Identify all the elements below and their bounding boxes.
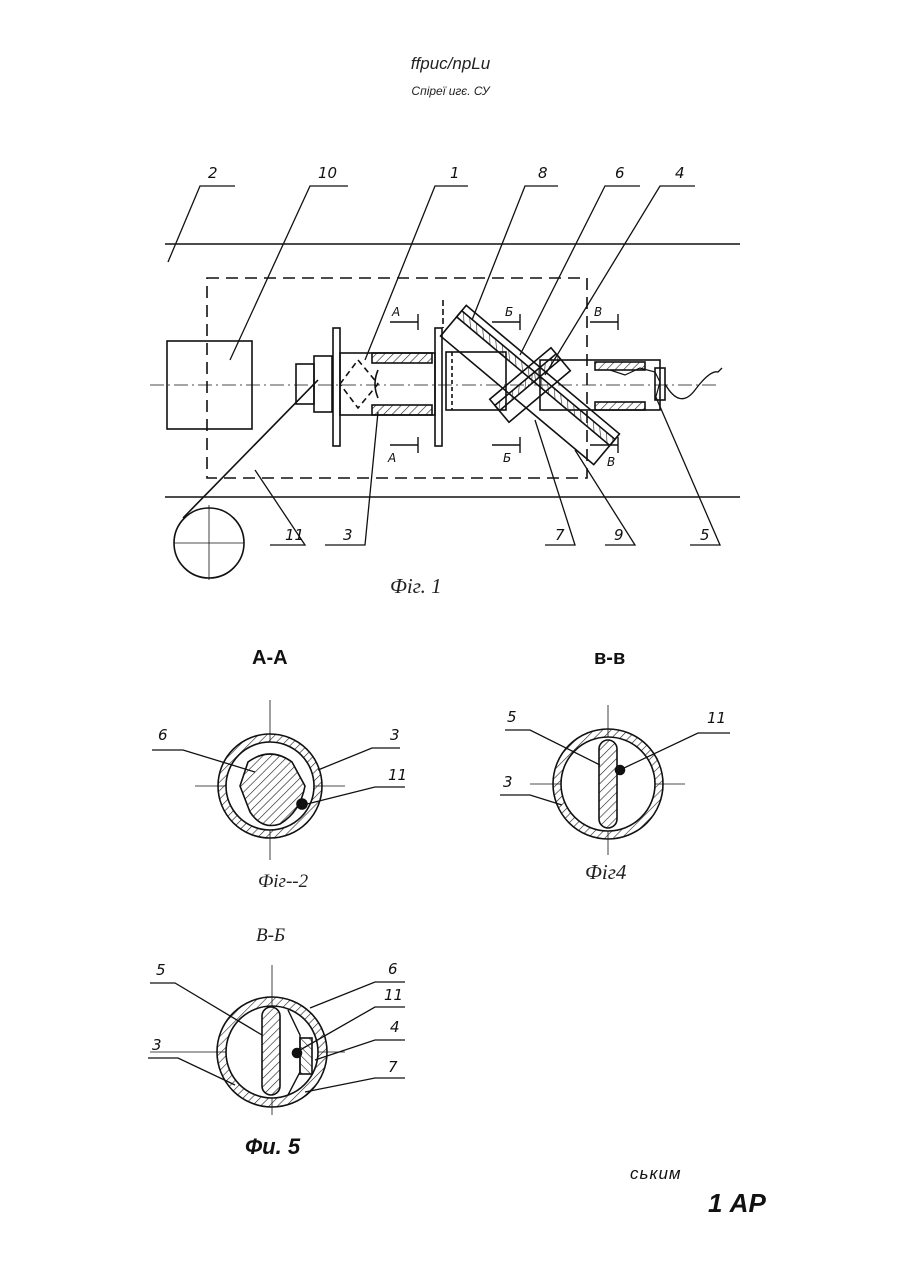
label-8: 8 xyxy=(538,166,548,181)
label-fig2-6: 6 xyxy=(158,728,168,743)
section-mark-v-bottom: В xyxy=(607,456,615,468)
label-10: 10 xyxy=(318,166,337,181)
label-fig4-5: 5 xyxy=(507,710,517,725)
label-11: 11 xyxy=(285,528,304,543)
caption-fig-1: Фіг. 1 xyxy=(390,576,442,597)
caption-fig-5: Фи. 5 xyxy=(245,1136,300,1158)
label-fig4-3: 3 xyxy=(503,775,513,790)
figure-5 xyxy=(148,965,405,1115)
label-3: 3 xyxy=(343,528,353,543)
section-mark-b-bottom: Б xyxy=(503,452,511,464)
figure-4 xyxy=(500,705,730,855)
label-fig5-6: 6 xyxy=(388,962,398,977)
caption-fig-2: Фіг--2 xyxy=(258,872,308,891)
figure-1 xyxy=(150,186,740,580)
label-fig2-11: 11 xyxy=(388,768,407,783)
label-fig5-4: 4 xyxy=(390,1020,400,1035)
flange-right xyxy=(435,328,442,446)
label-fig5-7: 7 xyxy=(388,1060,398,1075)
caption-fig-4: Фіг4 xyxy=(585,862,626,883)
title-section-v-v: в-в xyxy=(594,648,625,668)
label-1: 1 xyxy=(450,166,460,181)
figure-2 xyxy=(152,700,405,860)
label-7: 7 xyxy=(555,528,565,543)
section-mark-a-top: А xyxy=(392,306,400,318)
label-5: 5 xyxy=(700,528,710,543)
footer-line-2: 1 АР xyxy=(708,1188,766,1219)
label-fig4-11: 11 xyxy=(707,711,726,726)
label-4: 4 xyxy=(675,166,685,181)
footer-line-1: ським xyxy=(630,1164,682,1184)
title-section-v-b: В-Б xyxy=(256,926,285,945)
middle-section xyxy=(446,352,506,410)
label-6: 6 xyxy=(615,166,625,181)
flange-left xyxy=(333,328,340,446)
cable xyxy=(665,368,722,399)
label-2: 2 xyxy=(208,166,218,181)
lobed-shaft-dashed xyxy=(340,360,378,408)
coupling-left xyxy=(296,364,314,404)
section-mark-v-top: В xyxy=(594,306,602,318)
tube-wall-top xyxy=(372,353,432,363)
label-fig5-3: 3 xyxy=(152,1038,162,1053)
tube-wall-bottom xyxy=(372,405,432,415)
label-fig2-3: 3 xyxy=(390,728,400,743)
section-mark-b-top: Б xyxy=(505,306,513,318)
label-fig5-11: 11 xyxy=(384,988,403,1003)
label-fig5-5: 5 xyxy=(156,963,166,978)
title-section-a-a: А-А xyxy=(252,648,288,668)
coupling-mid xyxy=(314,356,332,412)
section-mark-a-bottom: А xyxy=(388,452,396,464)
label-9: 9 xyxy=(614,528,624,543)
